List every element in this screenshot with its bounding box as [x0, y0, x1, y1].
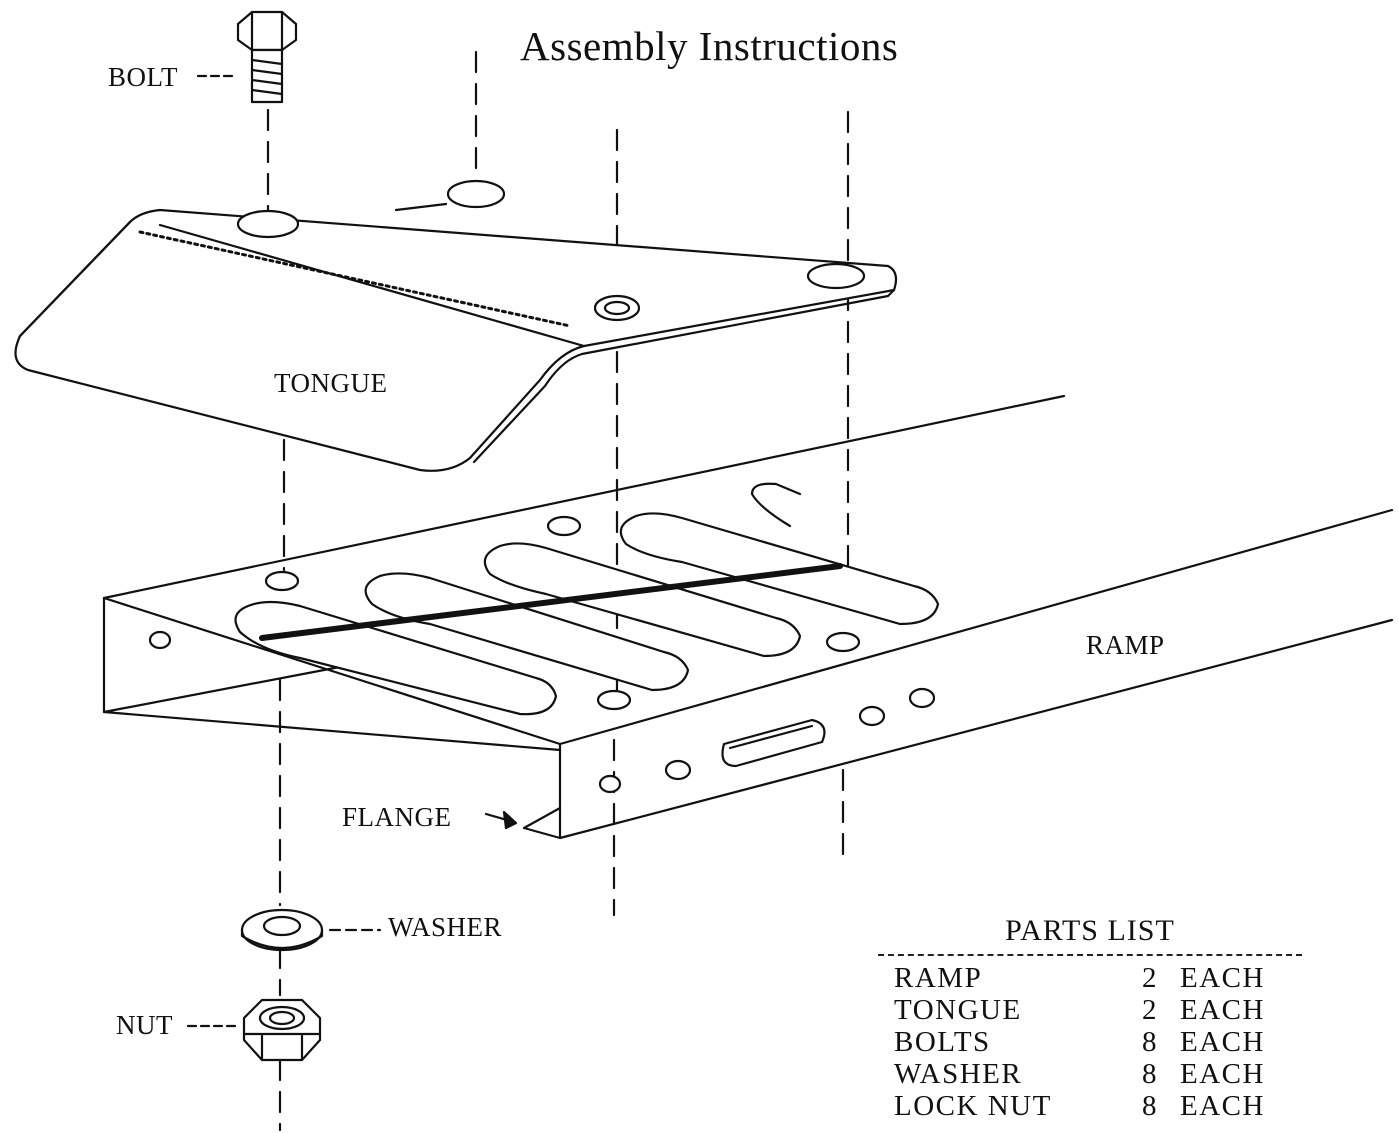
- part-unit: EACH: [1180, 962, 1265, 994]
- part-name: WASHER: [894, 1058, 1023, 1090]
- part-name: RAMP: [894, 962, 983, 994]
- part-name: TONGUE: [894, 994, 1022, 1026]
- parts-list-row: WASHER 8 EACH: [894, 1058, 1290, 1090]
- part-unit: EACH: [1180, 994, 1265, 1026]
- parts-list-row: BOLTS 8 EACH: [894, 1026, 1290, 1058]
- part-qty: 8: [1142, 1058, 1158, 1090]
- page-title: Assembly Instructions: [520, 23, 899, 69]
- bolt-label: BOLT: [108, 62, 179, 92]
- parts-list-row: RAMP 2 EACH: [894, 962, 1290, 994]
- part-qty: 8: [1142, 1026, 1158, 1058]
- nut-part: [186, 998, 322, 1062]
- tongue-label: TONGUE: [274, 368, 388, 398]
- part-name: BOLTS: [894, 1026, 991, 1058]
- flange-label: FLANGE: [342, 802, 452, 832]
- parts-list-row: LOCK NUT 8 EACH: [894, 1090, 1290, 1122]
- part-unit: EACH: [1180, 1058, 1265, 1090]
- parts-list-heading: PARTS LIST: [878, 914, 1302, 956]
- part-unit: EACH: [1180, 1090, 1265, 1122]
- part-qty: 8: [1142, 1090, 1158, 1122]
- flange-arrow: [484, 810, 518, 830]
- nut-label: NUT: [116, 1010, 173, 1040]
- parts-list: PARTS LIST RAMP 2 EACH TONGUE 2 EACH BOL…: [878, 914, 1302, 1122]
- part-name: LOCK NUT: [894, 1090, 1052, 1122]
- part-qty: 2: [1142, 994, 1158, 1026]
- ramp-label: RAMP: [1086, 630, 1165, 660]
- parts-list-table: RAMP 2 EACH TONGUE 2 EACH BOLTS 8 EACH W…: [894, 962, 1290, 1122]
- washer-part: [240, 908, 382, 952]
- tongue-part: [14, 179, 898, 472]
- part-qty: 2: [1142, 962, 1158, 994]
- ramp-part: [102, 394, 1394, 840]
- part-unit: EACH: [1180, 1026, 1265, 1058]
- washer-label: WASHER: [388, 912, 503, 942]
- parts-list-row: TONGUE 2 EACH: [894, 994, 1290, 1026]
- bolt-part: [196, 10, 298, 104]
